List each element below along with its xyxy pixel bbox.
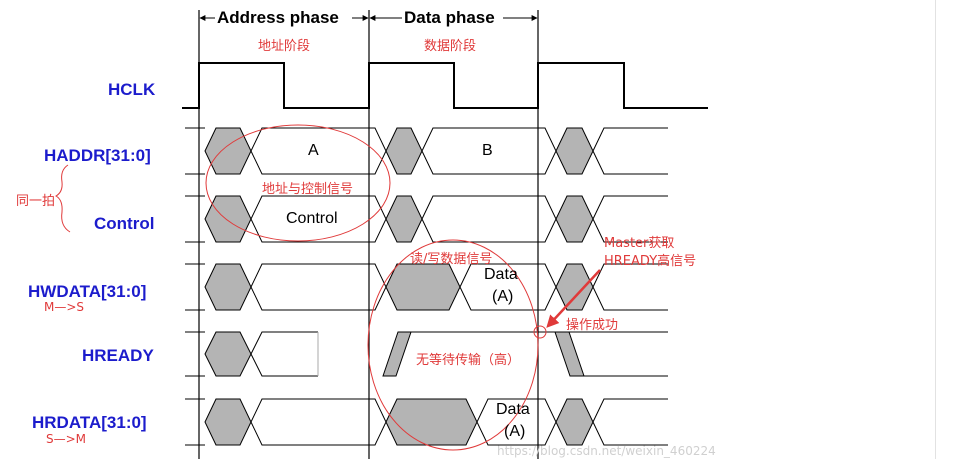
address-phase-label: Address phase <box>215 8 341 28</box>
address-phase-cn: 地址阶段 <box>258 39 311 54</box>
rw-data-ellipse <box>367 239 539 451</box>
master-get-note-line2: HREADY高信号 <box>604 254 697 269</box>
watermark: https://blog.csdn.net/weixin_460224 <box>497 444 716 458</box>
data-phase-cn: 数据阶段 <box>424 39 477 54</box>
control-label: Control <box>94 214 155 233</box>
op-success-note: 操作成功 <box>566 318 619 333</box>
sample-point-circle <box>533 325 547 339</box>
control-bus <box>185 195 668 243</box>
hrdata-value-line1: Data <box>496 401 530 418</box>
hrdata-label: HRDATA[31:0] <box>32 413 147 432</box>
hclk-waveform <box>182 62 708 109</box>
hwdata-label: HWDATA[31:0] <box>28 282 147 301</box>
hclk-label: HCLK <box>108 80 156 99</box>
hready-waveform <box>185 331 668 377</box>
no-wait-note: 无等待传输（高） <box>416 353 521 368</box>
hrdata-direction: S—>M <box>46 432 87 446</box>
same-beat-note: 同一拍 <box>16 194 56 209</box>
success-arrow <box>546 269 601 328</box>
haddr-value-b: B <box>482 142 493 159</box>
data-phase-label: Data phase <box>402 8 497 28</box>
same-beat-brace <box>54 164 71 233</box>
hready-label: HREADY <box>82 346 154 365</box>
addr-ctrl-note: 地址与控制信号 <box>262 182 354 197</box>
master-get-note-line1: Master获取 <box>604 236 675 251</box>
hwdata-value-line1: Data <box>484 266 518 283</box>
rw-data-note: 读/写数据信号 <box>410 252 493 267</box>
haddr-bus <box>185 127 668 175</box>
hwdata-value-line2: (A) <box>492 288 514 305</box>
addr-ctrl-ellipse <box>205 124 391 242</box>
hwdata-bus <box>185 263 668 311</box>
haddr-value-a: A <box>308 142 319 159</box>
control-value: Control <box>286 210 338 227</box>
hrdata-bus <box>185 398 668 446</box>
haddr-label: HADDR[31:0] <box>44 146 151 165</box>
right-divider <box>935 0 936 459</box>
hwdata-direction: M—>S <box>44 300 85 314</box>
hrdata-value-line2: (A) <box>504 423 526 440</box>
